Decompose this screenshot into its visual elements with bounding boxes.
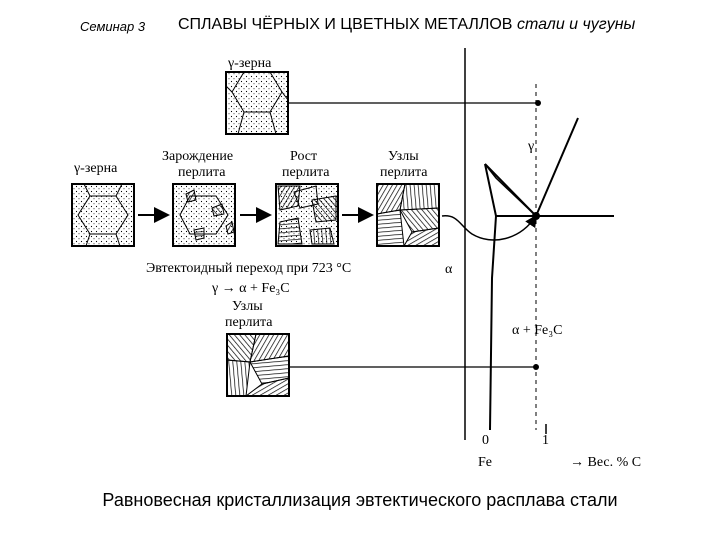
tick-1-label: 1 xyxy=(542,433,549,448)
phase-gamma-label: γ xyxy=(527,139,534,154)
step3-label-line2: перлита xyxy=(380,165,428,180)
bottom-nodules-square xyxy=(226,333,290,397)
left-grain-square xyxy=(71,183,135,247)
step1-label-line2: перлита xyxy=(178,165,226,180)
nodules-square xyxy=(376,183,440,247)
top-grain-square xyxy=(225,71,289,135)
phase-diagram xyxy=(464,48,614,440)
axis-label: → Вес. % С xyxy=(570,455,641,470)
left-grain-label: γ-зерна xyxy=(73,161,118,176)
step1-label-line1: Зарождение xyxy=(162,149,233,164)
step2-label-line2: перлита xyxy=(282,165,330,180)
slide-title: СПЛАВЫ ЧЁРНЫХ И ЦВЕТНЫХ МЕТАЛЛОВ стали и… xyxy=(178,16,635,34)
slide-title-main: СПЛАВЫ ЧЁРНЫХ И ЦВЕТНЫХ МЕТАЛЛОВ xyxy=(178,16,513,33)
slide-title-sub: стали и чугуны xyxy=(516,16,636,33)
transition-text: Эвтектоидный переход при 723 °С xyxy=(146,261,351,276)
reaction-text: γ → α + Fe₃C xyxy=(211,281,290,296)
bottom-label-line1: Узлы xyxy=(232,299,263,314)
step2-label-line1: Рост xyxy=(290,149,317,164)
phase-alpha-fe3c-label: α + Fe₃C xyxy=(512,323,562,338)
top-grain-label: γ-зерна xyxy=(227,56,272,71)
fe-label: Fe xyxy=(478,455,492,470)
growth-square xyxy=(275,183,339,247)
step3-label-line1: Узлы xyxy=(388,149,419,164)
phase-alpha-label: α xyxy=(445,262,453,277)
bottom-label-line2: перлита xyxy=(225,315,273,330)
slide-caption: Равновесная кристаллизация эвтектическог… xyxy=(102,490,618,510)
seminar-label: Семинар 3 xyxy=(80,19,146,34)
tick-0-label: 0 xyxy=(482,433,489,448)
header: Семинар 3 СПЛАВЫ ЧЁРНЫХ И ЦВЕТНЫХ МЕТАЛЛ… xyxy=(0,16,720,40)
nucleation-square xyxy=(172,183,236,247)
connector-eutectoid xyxy=(441,214,537,241)
